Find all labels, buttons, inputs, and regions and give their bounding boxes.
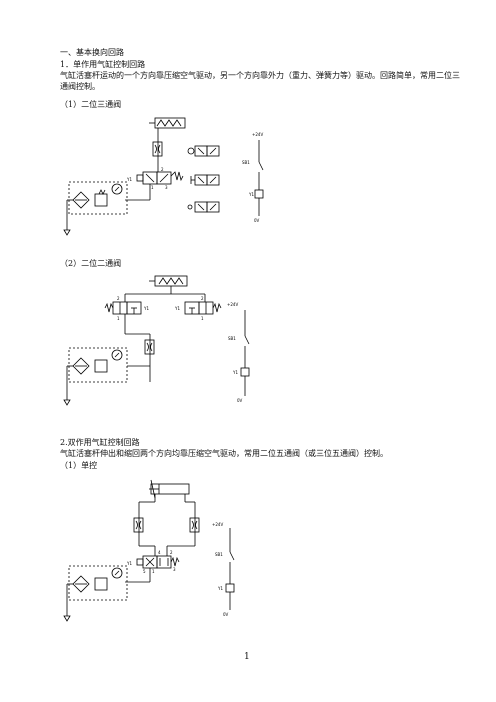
frl-unit: [68, 181, 128, 215]
label-port-3: 3: [165, 185, 168, 190]
single-acting-cylinder: [154, 117, 186, 129]
case-label-single-control: （1）单控: [60, 461, 98, 470]
solenoid-coil-y1: [254, 189, 264, 199]
circuit-diagram-3-2-valve: +24V SB1 Y1 0V Y1 2 1 3: [63, 117, 264, 236]
label-port-4: 4: [158, 550, 161, 555]
label-0v: 0V: [223, 612, 229, 617]
throttle-valve: [152, 141, 163, 157]
label-port-1: 1: [152, 569, 155, 574]
label-y1-valve: Y1: [126, 177, 132, 182]
label-y1-right: Y1: [174, 306, 180, 311]
label-port-2: 2: [170, 550, 173, 555]
circuit-diagram-single-control: +24V SB1 Y1 0V Y1 4 2 3 5 1: [63, 479, 235, 622]
label-24v: +24V: [252, 132, 263, 137]
label-port-2-left: 2: [117, 296, 120, 301]
label-sb1: SB1: [242, 160, 250, 165]
section-title: 一、基本换向回路: [60, 48, 124, 57]
frl-unit: [68, 347, 128, 383]
solenoid-coil-y1: [240, 367, 250, 377]
solenoid-coil-y1: [225, 583, 235, 593]
subsection-heading-single-acting: 1．单作用气缸控制回路: [60, 60, 146, 69]
label-port-2-right: 2: [201, 296, 204, 301]
label-0v: 0V: [254, 218, 260, 223]
paragraph-double-acting: 气缸活塞杆伸出和缩回两个方向均靠压缩空气驱动，常用二位五通阀（或三位五通阀）控制…: [60, 449, 388, 458]
label-sb1: SB1: [228, 336, 236, 341]
pressure-gauge: [111, 567, 123, 579]
circuit-diagram-2-2-valve: +24V SB1 Y1 0V Y1 Y1 2 1 2 1: [63, 275, 250, 406]
throttle-valve-left: [133, 517, 144, 533]
label-sb1: SB1: [215, 552, 223, 557]
label-y1-circuit: Y1: [232, 370, 238, 375]
label-port-1-left: 1: [117, 316, 120, 321]
label-24v: +24V: [227, 302, 238, 307]
label-y1-valve: Y1: [126, 561, 132, 566]
label-port-3: 3: [173, 567, 176, 572]
subsection-heading-double-acting: 2.双作用气缸控制回路: [60, 438, 140, 447]
label-24v: +24V: [212, 522, 223, 527]
page-number: 1: [244, 652, 250, 662]
pressure-gauge: [111, 183, 123, 195]
label-port-1-right: 1: [201, 316, 204, 321]
label-port-5: 5: [143, 569, 146, 574]
pressure-gauge: [111, 349, 123, 361]
label-y1-circuit: Y1: [248, 192, 254, 197]
label-port-2: 2: [161, 167, 164, 172]
label-0v: 0V: [237, 398, 243, 403]
label-y1-circuit: Y1: [217, 586, 223, 591]
throttle-valve-right: [189, 517, 200, 533]
paragraph-single-acting: 气缸活塞杆运动的一个方向靠压缩空气驱动，另一个方向靠外力（重力、弹簧力等）驱动。…: [60, 71, 460, 91]
label-port-1: 1: [151, 185, 154, 190]
case-label-2-2-valve: （2）二位二通阀: [60, 259, 122, 268]
frl-unit: [68, 565, 128, 601]
throttle-valve: [144, 339, 155, 355]
label-y1-left: Y1: [143, 306, 149, 311]
case-label-3-2-valve: （1）二位三通阀: [60, 100, 122, 109]
